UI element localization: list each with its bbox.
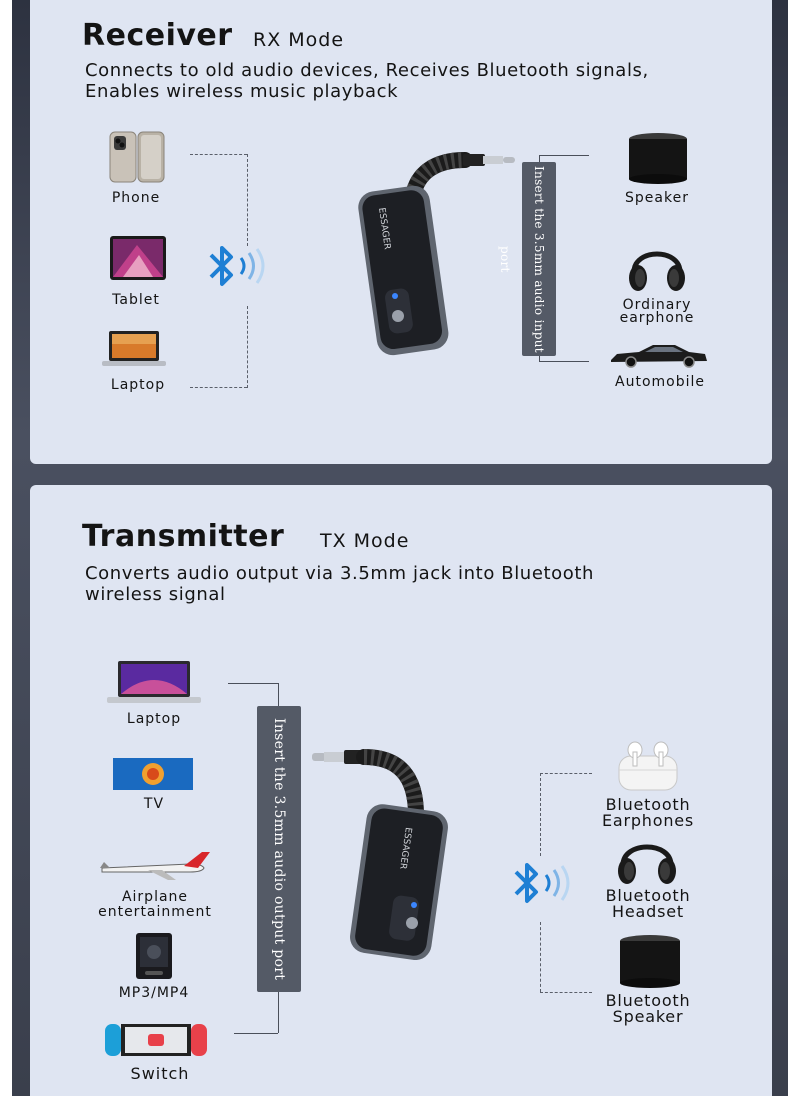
- bluetooth-icon: [209, 246, 265, 286]
- transmitter-source-label: Laptop: [126, 711, 182, 727]
- connector-line: [234, 1033, 278, 1034]
- car-icon: [611, 345, 707, 368]
- headphones-icon: [629, 251, 685, 291]
- tv-icon: [113, 758, 193, 790]
- receiver-source-label: Laptop: [110, 377, 166, 393]
- headphones-icon: [618, 844, 676, 884]
- transmitter-source-label-line2: entertainment: [98, 904, 212, 920]
- receiver-mode: RX Mode: [253, 29, 345, 51]
- connector-line: [190, 387, 247, 388]
- port-label-text: Insert the 3.5mm audio output port: [271, 717, 287, 981]
- connector-line: [540, 992, 592, 993]
- laptop-icon: [107, 661, 201, 703]
- transmitter-desc-line2: wireless signal: [85, 584, 226, 605]
- receiver-source-label: Phone: [111, 190, 161, 206]
- receiver-port-label: Insert the 3.5mm audio input port: [498, 162, 556, 356]
- airplane-icon: [100, 852, 210, 880]
- transmitter-output-label-line1: Bluetooth: [605, 795, 691, 814]
- transmitter-source-label: MP3/MP4: [118, 985, 190, 1001]
- transmitter-source-label-line1: Airplane: [121, 889, 189, 905]
- transmitter-source-label: TV: [143, 796, 165, 812]
- connector-line: [539, 356, 540, 362]
- transmitter-mode: TX Mode: [320, 530, 410, 552]
- connector-line: [247, 154, 248, 246]
- port-label-text: Insert the 3.5mm audio input port: [498, 165, 546, 353]
- transmitter-output-label-line2: Speaker: [612, 1007, 684, 1026]
- speaker-icon: [629, 133, 687, 184]
- transmitter-output-label-line2: Earphones: [601, 811, 695, 830]
- receiver-desc-line2: Enables wireless music playback: [85, 81, 399, 102]
- mp3-player-icon: [136, 933, 172, 979]
- tablet-icon: [110, 236, 166, 280]
- earbuds-icon: [618, 741, 678, 791]
- bluetooth-adapter-device: ESSAGER: [312, 749, 448, 960]
- receiver-output-label-line1: Ordinary: [622, 297, 692, 313]
- transmitter-desc-line1: Converts audio output via 3.5mm jack int…: [85, 563, 595, 584]
- bluetooth-icon: [514, 863, 570, 903]
- bluetooth-adapter-device: ESSAGER: [358, 152, 515, 356]
- receiver-output-label: Speaker: [625, 190, 689, 206]
- transmitter-output-label-line1: Bluetooth: [605, 886, 691, 905]
- connector-line: [540, 773, 592, 774]
- connector-line: [247, 306, 248, 388]
- receiver-desc-line1: Connects to old audio devices, Receives …: [85, 60, 649, 81]
- transmitter-source-label: Switch: [130, 1064, 190, 1083]
- connector-line: [539, 361, 589, 362]
- connector-line: [540, 773, 541, 856]
- receiver-source-label: Tablet: [112, 292, 160, 308]
- game-console-icon: [105, 1024, 207, 1056]
- receiver-output-label: Automobile: [615, 374, 705, 390]
- receiver-output-label-line2: earphone: [619, 310, 695, 326]
- connector-line: [278, 683, 279, 706]
- connector-line: [539, 155, 540, 162]
- connector-line: [190, 154, 247, 155]
- speaker-icon: [620, 935, 680, 988]
- connector-line: [278, 992, 279, 1033]
- laptop-icon: [102, 331, 166, 366]
- transmitter-title: Transmitter: [82, 519, 285, 554]
- connector-line: [540, 922, 541, 992]
- transmitter-port-label: Insert the 3.5mm audio output port: [257, 706, 301, 992]
- receiver-title: Receiver: [82, 18, 233, 53]
- connector-line: [539, 155, 589, 156]
- transmitter-output-label-line1: Bluetooth: [605, 991, 691, 1010]
- phone-icon: [109, 131, 165, 183]
- transmitter-output-label-line2: Headset: [612, 902, 684, 921]
- connector-line: [228, 683, 278, 684]
